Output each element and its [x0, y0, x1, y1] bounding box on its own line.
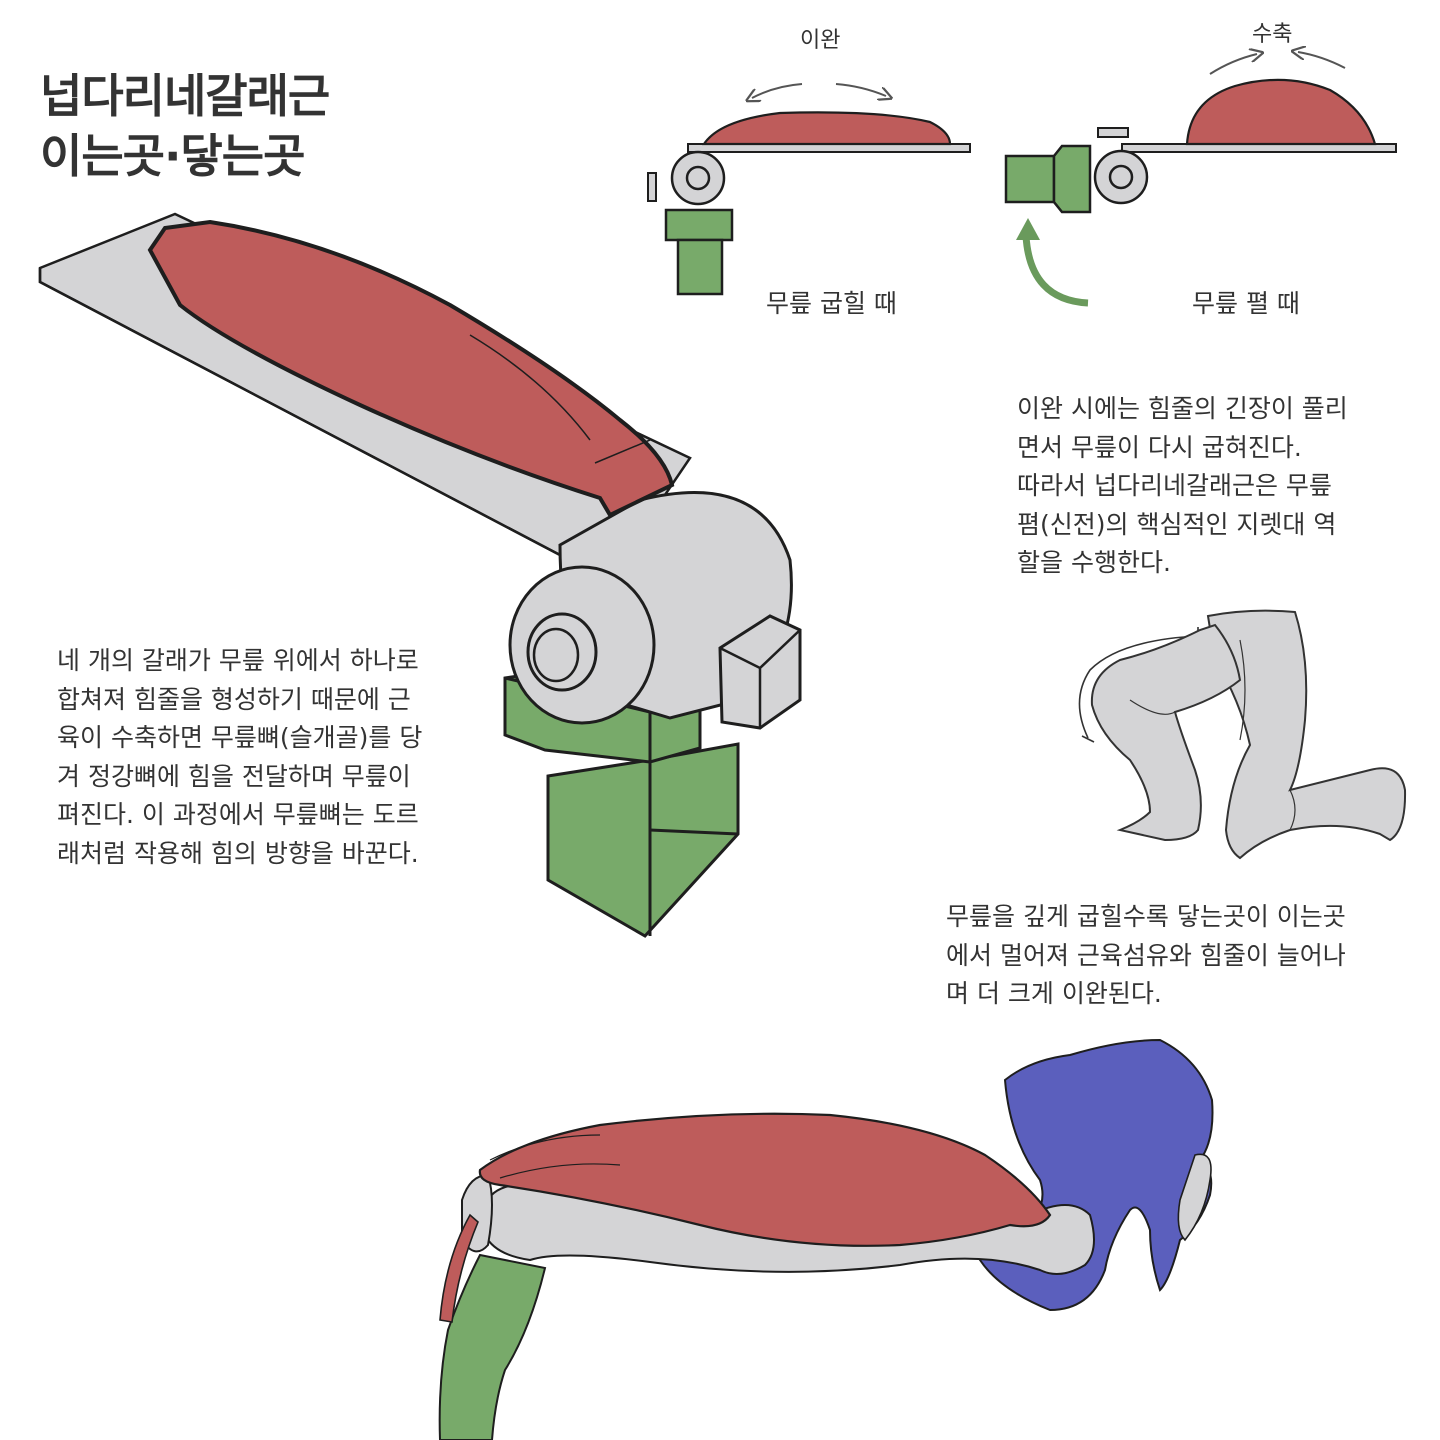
tibia-shaft-horizontal	[1004, 154, 1056, 204]
contracted-muscle	[1185, 78, 1377, 146]
paragraph-line: 에서 멀어져 근육섬유와 힘줄이 늘어나	[946, 940, 1346, 970]
contract-label: 수축	[1252, 22, 1293, 47]
tibia-bottom	[438, 1253, 547, 1440]
paragraph-line: 네 개의 갈래가 무릎 위에서 하나로	[57, 646, 419, 675]
paragraph-line: 면서 무릎이 다시 굽혀진다.	[1017, 432, 1302, 462]
paragraph-line: 합쳐져 힘줄을 형성하기 때문에 근	[57, 684, 411, 714]
contract-arrow-right	[1298, 52, 1346, 69]
relax-arrow-left	[752, 83, 803, 98]
knee-extend-label: 무릎 펼 때	[1192, 289, 1300, 318]
paragraph-line: 따라서 넙다리네갈래근은 무릎	[1017, 471, 1332, 500]
tendon-strip	[687, 143, 971, 153]
patella-block	[1097, 127, 1129, 138]
sacrum	[1177, 1153, 1212, 1242]
extension-arrow	[1022, 235, 1089, 307]
relax-arrow-right	[835, 83, 886, 96]
tibia-head	[664, 208, 734, 242]
patellar-tendon	[439, 1213, 479, 1323]
paragraph-line: 며 더 크게 이완된다.	[946, 979, 1162, 1008]
bent-knee-anatomy	[438, 1038, 1214, 1440]
paragraph-line: 겨 정강뼈에 힘을 전달하며 무릎이	[57, 761, 411, 791]
paragraph-tendon: 네 개의 갈래가 무릎 위에서 하나로 합쳐져 힘줄을 형성하기 때문에 근 육…	[57, 642, 422, 873]
paragraph-line: 육이 수축하면 무릎뼈(슬개골)를 당	[57, 723, 423, 752]
leg-left	[1090, 623, 1242, 842]
pelvis	[978, 1038, 1214, 1312]
paragraph-deep-bend: 무릎을 깊게 굽힐수록 닿는곳이 이는곳 에서 멀어져 근육섬유와 힘줄이 늘어…	[946, 898, 1346, 1014]
tibia-head-horizontal	[1052, 144, 1092, 214]
relaxed-muscle	[701, 111, 952, 146]
tibia-block-bottom	[546, 742, 740, 938]
leg-right	[1206, 609, 1407, 860]
tendon-strip-contracted	[1121, 143, 1397, 153]
contracted-knee-diagram	[1004, 52, 1397, 307]
paragraph-line: 무릎을 깊게 굽힐수록 닿는곳이 이는곳	[946, 902, 1346, 931]
relaxed-knee-diagram	[647, 83, 971, 296]
paragraph-line: 이완 시에는 힘줄의 긴장이 풀리	[1017, 394, 1348, 423]
title-line-1: 넙다리네갈래근	[40, 69, 330, 123]
knee-bend-label: 무릎 굽힐 때	[766, 289, 897, 318]
knee-3d-model	[38, 212, 802, 938]
quadriceps-muscle	[478, 1112, 1052, 1247]
extension-arrow-head	[1016, 218, 1040, 240]
paragraph-line: 할을 수행한다.	[1017, 548, 1171, 577]
quadriceps-muscle-3d	[147, 219, 675, 518]
range-arc	[1078, 635, 1199, 739]
contract-arrow-left	[1209, 54, 1257, 75]
kneeling-legs-sketch	[1078, 609, 1407, 860]
title-line-2: 이는곳·닿는곳	[40, 129, 305, 183]
page-title: 넙다리네갈래근 이는곳·닿는곳	[40, 66, 330, 186]
paragraph-line: 래처럼 작용해 힘의 방향을 바꾼다.	[57, 838, 419, 868]
small-block	[647, 172, 657, 202]
paragraph-line: 펴진다. 이 과정에서 무릎뼈는 도르	[57, 800, 419, 829]
relax-label: 이완	[800, 28, 841, 53]
paragraph-relaxation: 이완 시에는 힘줄의 긴장이 풀리 면서 무릎이 다시 굽혀진다. 따라서 넙다…	[1017, 390, 1348, 583]
paragraph-line: 폄(신전)의 핵심적인 지렛대 역	[1017, 509, 1337, 539]
tibia-shaft	[676, 238, 724, 296]
